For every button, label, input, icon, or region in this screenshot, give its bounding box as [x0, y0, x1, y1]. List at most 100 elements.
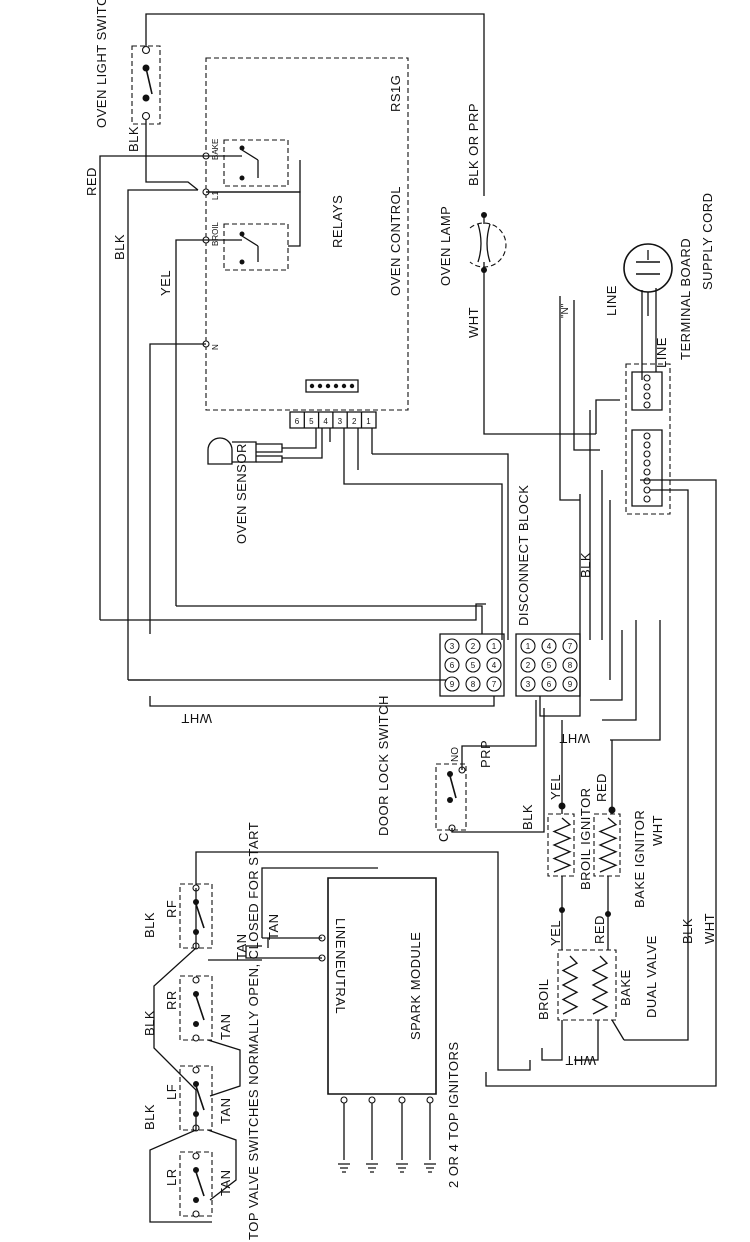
block-pin-label: 4 — [492, 661, 497, 670]
valve-switch-label: RR — [164, 990, 179, 1010]
spark-line-label: LINE — [333, 918, 348, 949]
terminal-screw — [643, 450, 651, 458]
block-pin-label: 6 — [450, 661, 455, 670]
valve-switch-lf: LF — [164, 1065, 213, 1132]
block-pin-label: 9 — [450, 680, 455, 689]
broil-ignitor-label: BROIL IGNITOR — [578, 787, 593, 890]
connector-pin-label: 3 — [338, 417, 343, 426]
connector-contact — [333, 383, 339, 389]
wire-label-yel-left: YEL — [158, 270, 173, 296]
ground-symbol — [396, 1163, 408, 1173]
oven-light-switch-label: OVEN LIGHT SWITCH — [94, 0, 109, 128]
relay-broil-label: BROIL — [211, 221, 220, 246]
terminal-line-label: LINE — [654, 337, 669, 368]
wire-label-red: RED — [84, 167, 99, 196]
wire-label-red-valve: RED — [592, 915, 607, 944]
oven-light-switch — [131, 45, 161, 125]
connector-pin-label: 1 — [366, 417, 371, 426]
connector-contact — [341, 383, 347, 389]
valve-switch-label: LF — [164, 1084, 179, 1100]
block-pin — [486, 676, 502, 692]
terminal-board — [625, 363, 671, 515]
block-pin — [465, 638, 481, 654]
block-pin-label: 2 — [471, 642, 476, 651]
valve-switch-rr: RR — [164, 975, 213, 1042]
top-valve-note-label: TOP VALVE SWITCHES NORMALLY OPEN, CLOSED… — [246, 822, 261, 1240]
block-pin — [444, 638, 460, 654]
wire-label-blk-rf: BLK — [142, 912, 157, 938]
block-pin-label: 8 — [568, 661, 573, 670]
block-pin-label: 7 — [568, 642, 573, 651]
spark-output-terminal — [398, 1096, 406, 1104]
terminal-screw — [643, 432, 651, 440]
valve-switch-rf: RF — [164, 883, 213, 950]
connector-contact — [317, 383, 323, 389]
spark-output-terminal — [426, 1096, 434, 1104]
terminal-screw — [643, 459, 651, 467]
block-pin-label: 6 — [547, 680, 552, 689]
broil-ignitor — [547, 813, 575, 877]
relay-bake-label: BAKE — [211, 139, 220, 160]
door-lock-c-label: C — [436, 832, 451, 842]
wire-label-wht-valve: WHT — [565, 1053, 596, 1068]
wire-label-blk-rr: BLK — [142, 1010, 157, 1036]
oven-control-n-label: N — [211, 344, 220, 350]
terminal-screw — [643, 477, 651, 485]
terminal-line-label-2: LINE — [604, 285, 619, 316]
block-pin — [562, 657, 578, 673]
wire-label-tan-spark: TAN — [266, 913, 281, 940]
block-pin — [465, 657, 481, 673]
wire-label-blk-right: BLK — [578, 552, 593, 578]
connector-pin-label: 6 — [295, 417, 300, 426]
block-pin-label: 2 — [526, 661, 531, 670]
relay-l1-label: L1 — [211, 191, 220, 200]
terminal-screw — [643, 374, 651, 382]
terminal-screw — [643, 486, 651, 494]
block-pin — [444, 657, 460, 673]
block-pin — [444, 676, 460, 692]
wire-label-red-bake: RED — [594, 773, 609, 802]
oven-control-label: OVEN CONTROL — [388, 186, 403, 296]
terminal-screw — [643, 401, 651, 409]
supply-cord-plug — [623, 243, 673, 340]
block-pin-label: 5 — [471, 661, 476, 670]
wire-label-prp: PRP — [478, 740, 493, 768]
spark-ignitor-outputs — [338, 1096, 436, 1173]
door-lock-switch-label: DOOR LOCK SWITCH — [376, 695, 391, 836]
bake-ignitor — [593, 813, 621, 877]
block-pin — [520, 638, 536, 654]
wire-label-tan-lf: TAN — [218, 1097, 233, 1124]
wire-label-wht-bottom: WHT — [181, 711, 212, 726]
oven-sensor-label: OVEN SENSOR — [234, 443, 249, 544]
terminal-board-label: TERMINAL BOARD — [678, 238, 693, 360]
connector-pin-label: 5 — [309, 417, 314, 426]
block-pin — [486, 638, 502, 654]
oven-control-box — [205, 57, 409, 411]
connector-contact — [309, 383, 315, 389]
disconnect-block-label: DISCONNECT BLOCK — [516, 485, 531, 626]
block-pin-label: 1 — [492, 642, 497, 651]
broil-valve-label: BROIL — [536, 978, 551, 1020]
block-pin — [541, 638, 557, 654]
dual-valve-label: DUAL VALVE — [644, 935, 659, 1018]
spark-neutral-label: NEUTRAL — [333, 950, 348, 1014]
block-pin — [541, 676, 557, 692]
supply-cord-label: SUPPLY CORD — [700, 193, 715, 291]
relays-label: RELAYS — [330, 195, 345, 248]
wire-label-wht-right: WHT — [559, 731, 590, 746]
block-pin-label: 3 — [450, 642, 455, 651]
relay-bake — [223, 139, 289, 187]
block-pin-label: 1 — [526, 642, 531, 651]
wire-label-blk-or-prp: BLK OR PRP — [466, 103, 481, 186]
block-pin — [520, 657, 536, 673]
connector-pin-label: 2 — [352, 417, 357, 426]
wire-label-tan-rf: TAN — [234, 933, 249, 960]
bake-ignitor-label: BAKE IGNITOR — [632, 810, 647, 908]
wire-label-blk-door: BLK — [520, 804, 535, 830]
wire-label-wht-valve-right: WHT — [702, 913, 717, 944]
wire-label-blk-valve: BLK — [680, 918, 695, 944]
